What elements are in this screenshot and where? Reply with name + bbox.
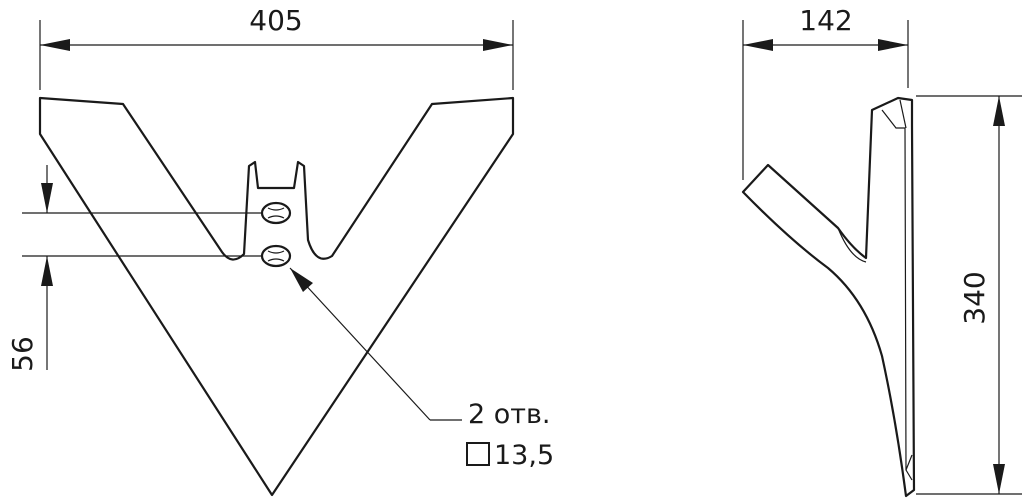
front-view [38, 96, 515, 497]
dimension-front-width: 405 [39, 4, 514, 90]
square-icon [466, 442, 490, 466]
dimension-side-width: 142 [742, 4, 909, 180]
side-profile-inner-line [837, 99, 913, 481]
holes-count-label: 2 отв. [468, 399, 551, 430]
side-width-label: 142 [799, 4, 852, 37]
dimension-hole-spacing: 56 [6, 165, 262, 372]
mounting-hole-upper [260, 201, 292, 225]
height-label: 340 [958, 271, 991, 324]
mounting-hole-lower [260, 244, 292, 268]
sweep-outline [38, 96, 515, 497]
hole-size-label: 13,5 [494, 440, 554, 471]
hole-spacing-label: 56 [6, 336, 39, 372]
side-profile-outline [741, 96, 916, 498]
hole-callout: 2 отв. 13,5 [289, 267, 554, 471]
dimension-height: 340 [916, 95, 1022, 495]
front-width-label: 405 [249, 4, 302, 37]
side-view [741, 96, 916, 498]
